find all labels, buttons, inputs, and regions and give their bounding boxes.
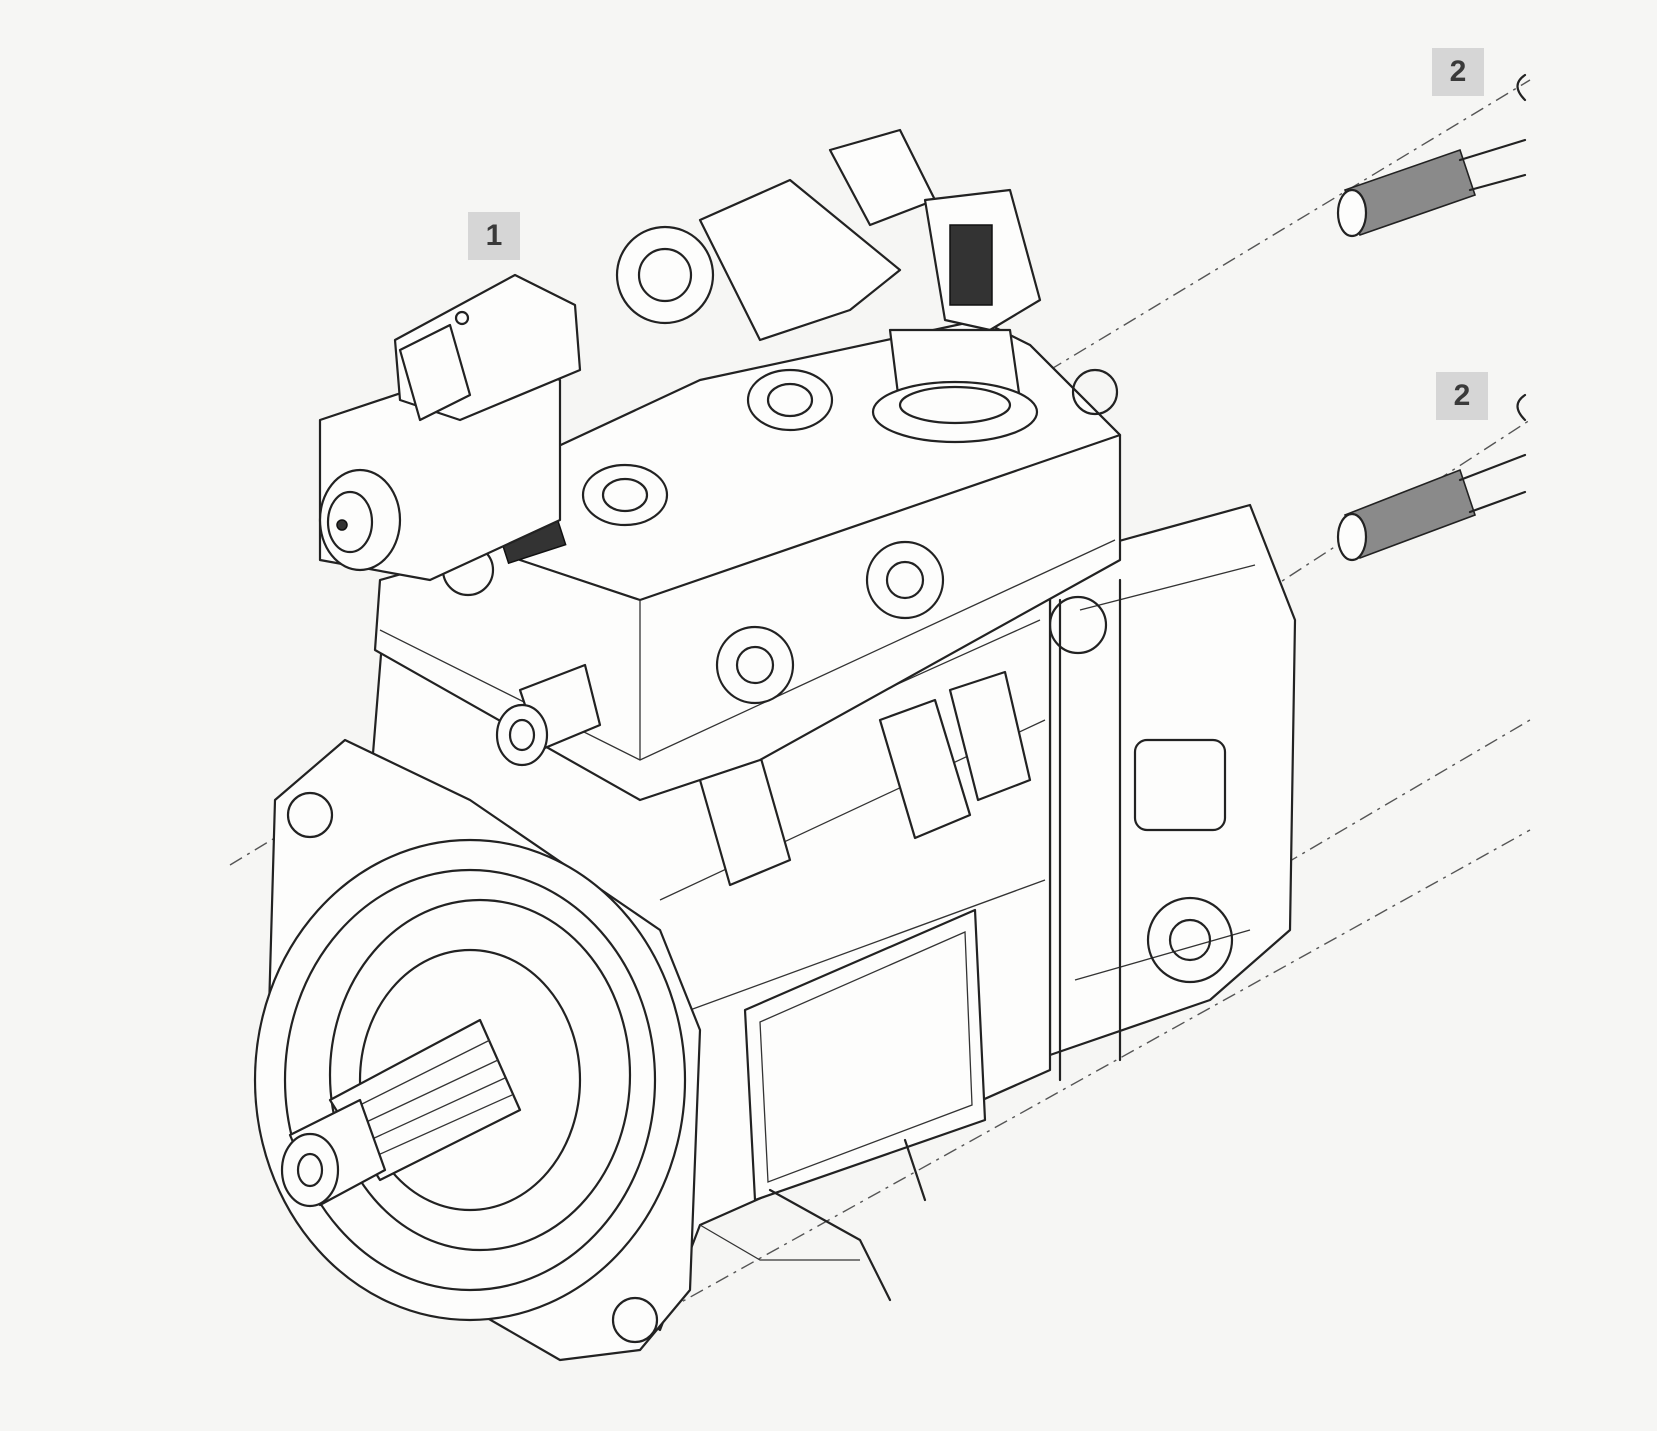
callout-1: 1	[468, 212, 520, 260]
callout-2-top: 2	[1432, 48, 1484, 96]
edge-arcs	[1516, 73, 1527, 422]
drive-shaft	[280, 1018, 522, 1208]
stud-bolt-top	[1336, 138, 1527, 238]
pressure-sensor	[828, 128, 1042, 444]
callout-2-bottom: 2	[1436, 372, 1488, 420]
solenoid-valve	[318, 178, 902, 582]
stud-bolt-bottom	[1336, 453, 1527, 562]
